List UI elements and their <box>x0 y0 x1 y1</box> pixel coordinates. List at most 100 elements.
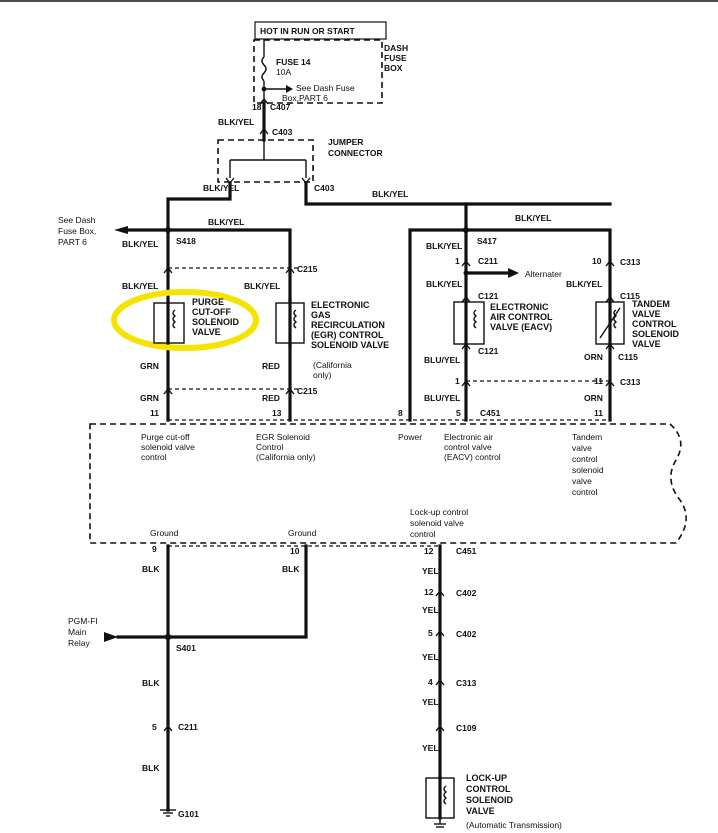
wire-label-blkyel-eacv-2: BLK/YEL <box>426 279 462 289</box>
svg-text:(California only): (California only) <box>256 452 316 462</box>
svg-text:Main: Main <box>68 627 87 637</box>
wire-label-blkyel-purge: BLK/YEL <box>122 239 158 249</box>
dash-fuse-box-label-2: FUSE <box>384 53 407 63</box>
c403-top-label: C403 <box>272 127 293 137</box>
pin-4-c313: 4 <box>428 677 433 687</box>
eacv-label-1: ELECTRONIC <box>490 302 549 312</box>
wire-label-red-2: RED <box>262 393 280 403</box>
tandem-label-4: SOLENOID <box>632 329 680 339</box>
c121-bottom-label: C121 <box>478 346 499 356</box>
jumper-connector-label-2: CONNECTOR <box>328 148 383 158</box>
svg-text:valve: valve <box>572 443 592 453</box>
wire-label-yel-1: YEL <box>422 566 439 576</box>
see-dash-left-2: Fuse Box, <box>58 226 96 236</box>
svg-text:control: control <box>141 452 167 462</box>
power-label: HOT IN RUN OR START <box>260 26 356 36</box>
svg-text:control: control <box>572 487 598 497</box>
s401-label: S401 <box>176 643 196 653</box>
connector-c403-top-icon <box>259 127 269 135</box>
svg-text:Lock-up control: Lock-up control <box>410 507 468 517</box>
egr-label-1: ELECTRONIC <box>311 300 370 310</box>
svg-text:Relay: Relay <box>68 638 90 648</box>
c403-bottom-label: C403 <box>314 183 335 193</box>
svg-text:control: control <box>410 529 436 539</box>
power-source: HOT IN RUN OR START <box>254 21 387 40</box>
ecu-label-ground-1: Ground <box>150 528 179 538</box>
wire-power <box>408 228 468 422</box>
c215-top-label: C215 <box>297 264 318 274</box>
svg-text:Tandem: Tandem <box>572 432 602 442</box>
svg-text:(EACV) control: (EACV) control <box>444 452 501 462</box>
egr-control-solenoid-valve: ELECTRONIC GAS RECIRCULATION (EGR) CONTR… <box>275 298 389 380</box>
c109-label: C109 <box>456 723 477 733</box>
wire-label-blkyel-eacv: BLK/YEL <box>426 241 462 251</box>
wire-label-blkyel-tandem-top: BLK/YEL <box>515 213 551 223</box>
pin-1-c211: 1 <box>455 256 460 266</box>
pin-1-c313: 1 <box>455 376 460 386</box>
purge-label-2: CUT-OFF <box>192 307 231 317</box>
wire-label-blkyel-egr: BLK/YEL <box>208 217 244 227</box>
ecu-label-egr: EGR Solenoid Control (California only) <box>256 432 316 462</box>
ecu-label-purge: Purge cut-off solenoid valve control <box>141 432 195 462</box>
ecu-label-lockup: Lock-up control solenoid valve control <box>410 507 468 539</box>
ecu-label-power: Power <box>398 432 422 442</box>
dash-fuse-box-label-1: DASH <box>384 43 408 53</box>
svg-text:EGR Solenoid: EGR Solenoid <box>256 432 310 442</box>
pin-5-c451: 5 <box>456 408 461 418</box>
c115-bottom-label: C115 <box>618 352 638 362</box>
solenoid-coil-icon <box>293 309 298 329</box>
svg-text:Electronic air: Electronic air <box>444 432 493 442</box>
fuse-rating: 10A <box>276 67 291 77</box>
wire-label-yel-2: YEL <box>422 605 439 615</box>
pin-5-c211: 5 <box>152 722 157 732</box>
egr-label-4: (EGR) CONTROL <box>311 330 384 340</box>
svg-text:valve: valve <box>572 476 592 486</box>
pin-11-left: 11 <box>150 408 159 418</box>
wire-label-blkyel-tandem: BLK/YEL <box>566 279 602 289</box>
see-dash-fuse-2: Box,PART 6 <box>282 93 328 103</box>
svg-text:control valve: control valve <box>444 442 492 452</box>
see-dash-fuse-1: See Dash Fuse <box>296 83 355 93</box>
pgm-fi-main-relay-label: PGM-FI Main Relay <box>68 616 98 648</box>
tandem-label-1: TANDEM <box>632 299 670 309</box>
svg-text:solenoid valve: solenoid valve <box>410 518 464 528</box>
highlight-circle <box>111 289 259 351</box>
wire-label-bluyel-1: BLU/YEL <box>424 355 460 365</box>
egr-label-2: GAS <box>311 310 331 320</box>
c451-bottom-label: C451 <box>456 546 477 556</box>
see-dash-left-3: PART 6 <box>58 237 87 247</box>
wire-label-blk-2: BLK <box>282 564 300 574</box>
wire-label-red-1: RED <box>262 361 280 371</box>
eacv-label-3: VALVE (EACV) <box>490 322 552 332</box>
ecu-label-eacv: Electronic air control valve (EACV) cont… <box>444 432 501 462</box>
wire-tandem <box>464 228 612 422</box>
c407-label: C407 <box>270 102 291 112</box>
svg-text:control: control <box>572 454 598 464</box>
wire-label-bluyel-2: BLU/YEL <box>424 393 460 403</box>
splice-s401 <box>164 633 172 641</box>
arrow-right-icon <box>104 632 118 642</box>
egr-label-6: (California <box>313 360 352 370</box>
solenoid-coil-icon <box>613 309 618 329</box>
pin-13-left: 13 <box>272 408 282 418</box>
pin-10-c313: 10 <box>592 256 602 266</box>
wire-to-egr <box>166 228 292 422</box>
svg-text:solenoid: solenoid <box>572 465 604 475</box>
fuse-name: FUSE 14 <box>276 57 311 67</box>
wire-label-blkyel-top: BLK/YEL <box>218 117 254 127</box>
c211-label-right: C211 <box>478 256 498 266</box>
connector-c407-icon <box>259 97 269 105</box>
c121-top-label: C121 <box>478 291 499 301</box>
svg-text:Purge cut-off: Purge cut-off <box>141 432 190 442</box>
solenoid-coil-icon <box>172 309 177 329</box>
ecu-box <box>89 423 687 544</box>
pin-11-right: 11 <box>594 408 603 418</box>
eacv-valve: ELECTRONIC AIR CONTROL VALVE (EACV) <box>453 300 553 346</box>
svg-text:Control: Control <box>256 442 284 452</box>
wire-label-orn-2: ORN <box>584 393 603 403</box>
purge-label-4: VALVE <box>192 327 221 337</box>
s417-label: S417 <box>477 236 497 246</box>
c451-top-label: C451 <box>480 408 501 418</box>
wire-label-blk-3: BLK <box>142 678 160 688</box>
